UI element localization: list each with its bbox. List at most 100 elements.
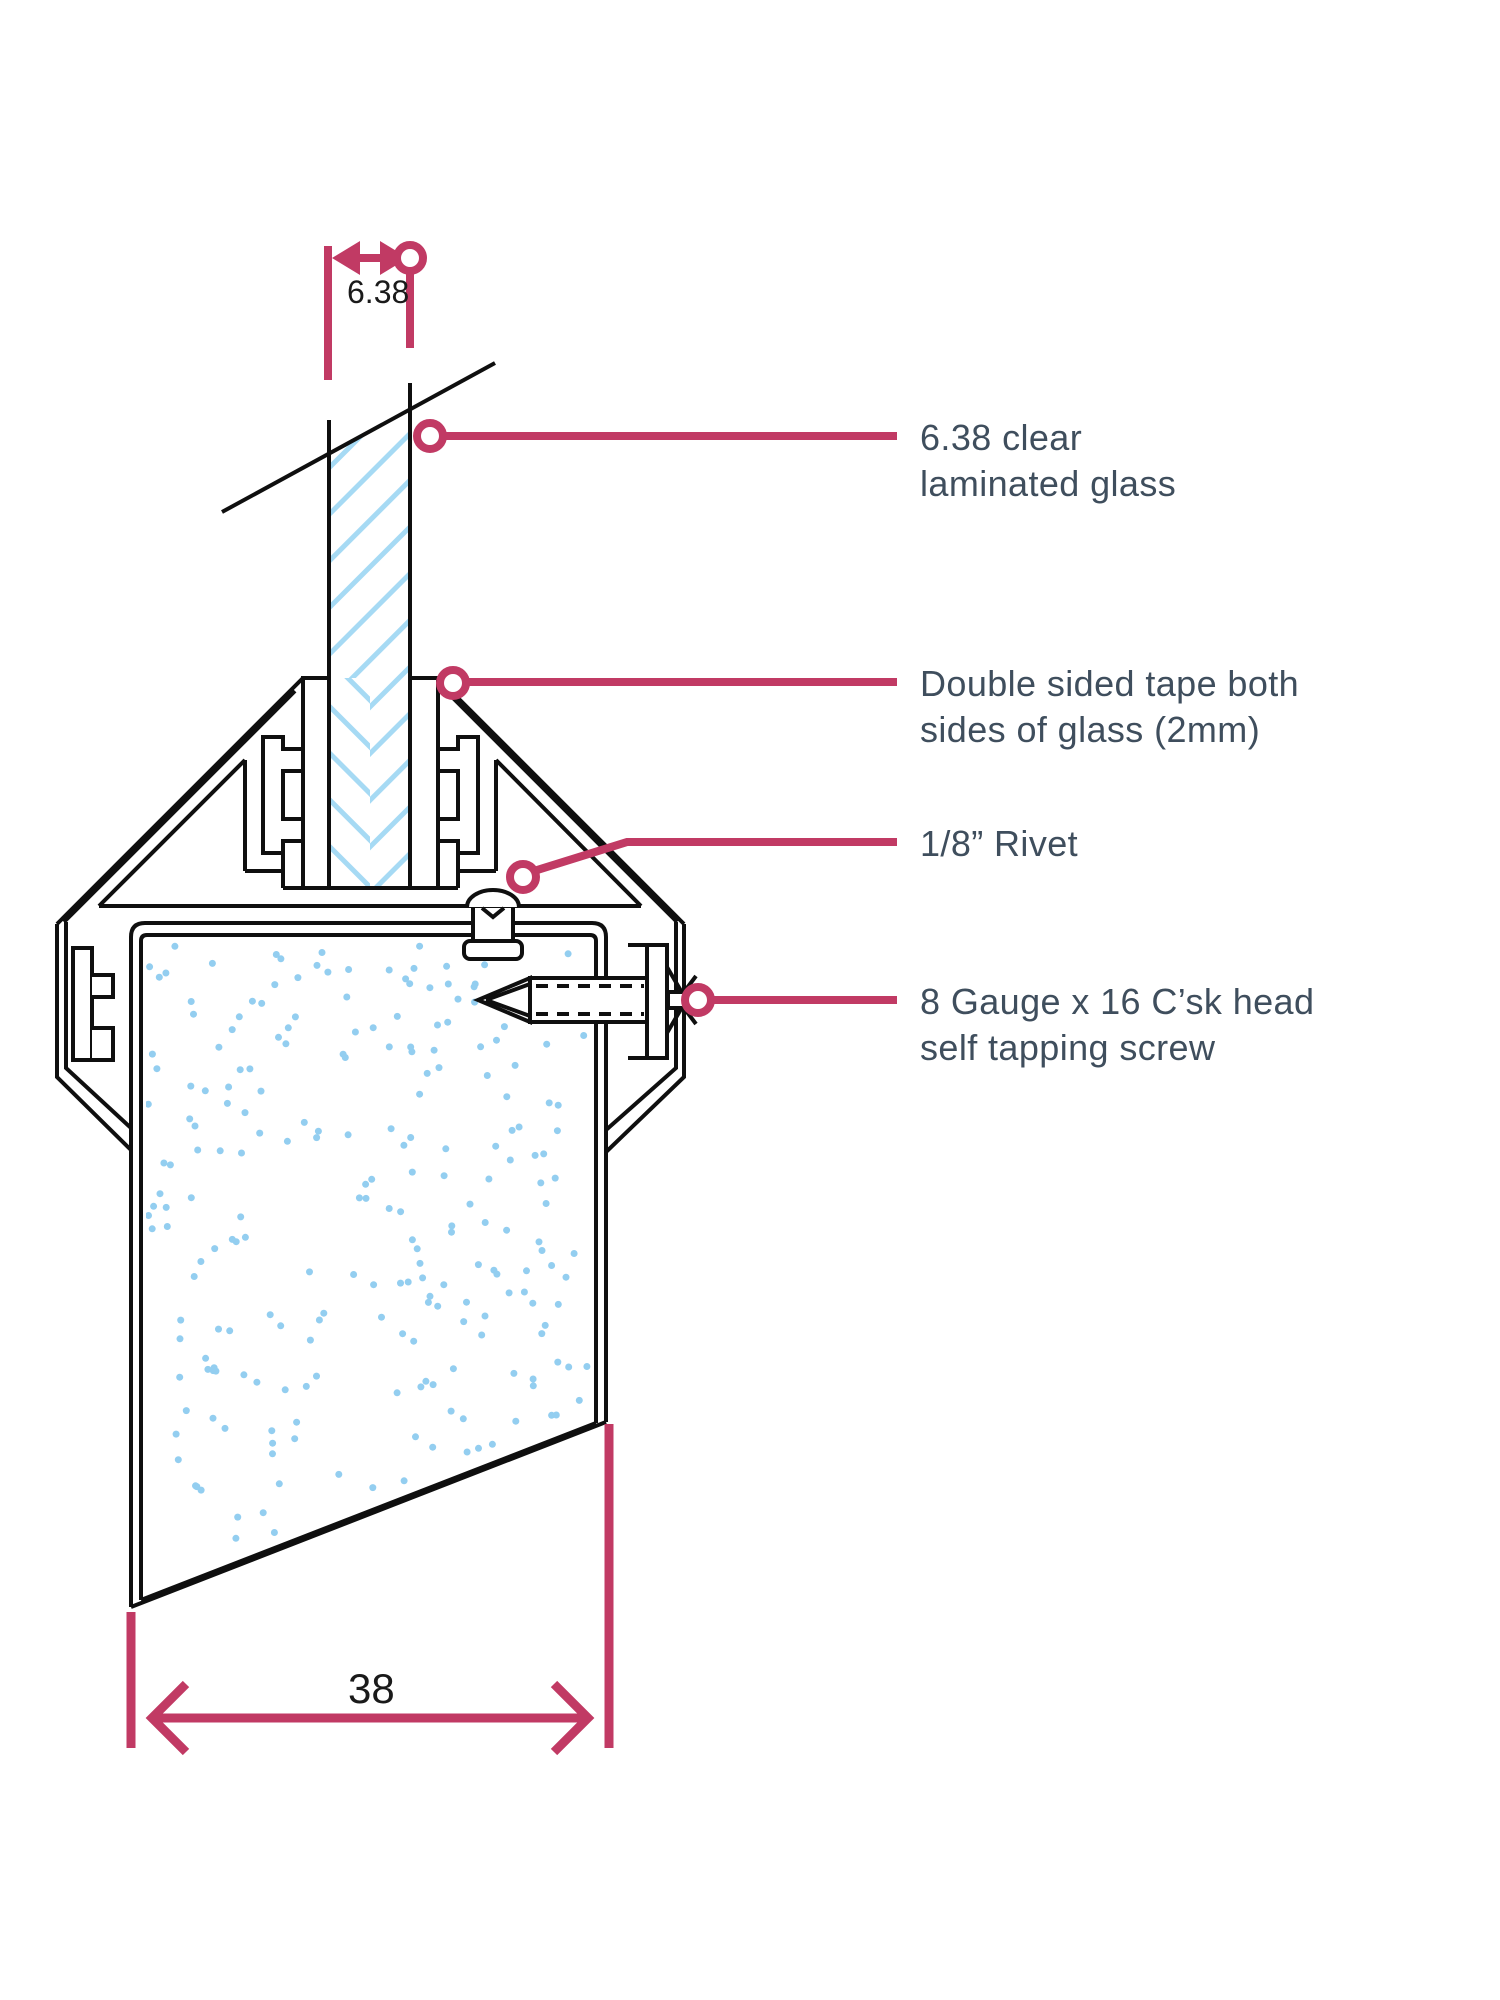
leader-line-rivet: [532, 838, 897, 875]
leader-marker-rivet: [506, 860, 540, 894]
speckle-dot: [444, 980, 452, 988]
speckle-dot: [318, 949, 326, 956]
pocket-spine-left: [71, 946, 94, 1062]
speckle-dot: [422, 1377, 430, 1385]
speckle-dot: [291, 1435, 299, 1443]
speckle-dot: [187, 998, 195, 1005]
speckle-dot: [493, 1036, 500, 1044]
leader-marker-tape: [436, 666, 470, 700]
annotation-tape-line1: Double sided tape both: [920, 663, 1299, 704]
speckle-dot: [416, 1259, 424, 1267]
speckle-dot: [416, 1090, 424, 1098]
glass-hatch-upper: [329, 408, 410, 678]
speckle-dot: [429, 1381, 437, 1389]
speckle-dot: [481, 961, 489, 969]
speckle-dot: [454, 995, 462, 1003]
annotation-glass-line1: 6.38 clear: [920, 417, 1082, 458]
annotation-rivet-line1: 1/8” Rivet: [920, 823, 1078, 864]
speckle-dot: [190, 1010, 197, 1018]
speckle-dot: [423, 1069, 431, 1077]
speckle-dot: [355, 1194, 363, 1202]
speckle-dot: [257, 1087, 265, 1095]
speckle-dot: [302, 1382, 310, 1390]
speckle-dot: [369, 1024, 377, 1032]
speckle-dot: [500, 1023, 508, 1031]
speckle-dot: [226, 1327, 234, 1335]
dimension-glass-thickness: 6.38: [324, 241, 427, 380]
speckle-dot: [564, 950, 572, 958]
speckle-dot: [385, 1205, 393, 1212]
speckle-dot: [548, 1262, 556, 1269]
speckle-dot: [270, 1529, 278, 1536]
screw: [472, 943, 698, 1060]
speckle-dot: [492, 1142, 500, 1150]
screw-point-inner: [485, 982, 531, 1018]
speckle-dot: [216, 1147, 224, 1155]
speckle-dot: [315, 1316, 323, 1324]
speckle-dot: [208, 959, 216, 967]
speckle-dot: [488, 1440, 496, 1448]
speckle-dot: [505, 1289, 513, 1297]
speckle-dot: [565, 1363, 573, 1371]
speckle-dot: [575, 1396, 583, 1404]
speckle-dot: [202, 1354, 210, 1362]
speckle-dot: [160, 1159, 168, 1167]
speckle-dot: [275, 1033, 282, 1041]
speckle-dot: [351, 1028, 359, 1036]
speckle-dot: [551, 1174, 559, 1182]
speckle-dot: [148, 1225, 156, 1233]
dim-arrowhead-left: [332, 241, 360, 275]
speckle-dot: [258, 999, 266, 1007]
speckle-dot: [212, 1367, 220, 1375]
speckle-dot: [529, 1375, 537, 1383]
speckle-dot: [293, 1418, 301, 1426]
base-width-value: 38: [348, 1665, 395, 1712]
speckle-dot: [253, 1378, 261, 1386]
speckle-dot: [410, 964, 418, 972]
post: [129, 921, 608, 1609]
glass-thickness-value: 6.38: [347, 274, 409, 310]
speckle-dot: [447, 1407, 455, 1415]
leader-tape: [436, 666, 897, 700]
speckle-dot: [510, 1369, 518, 1377]
speckle-dot: [417, 1383, 425, 1391]
speckle-dot: [385, 966, 393, 974]
speckle-dot: [426, 1292, 434, 1300]
annotation-screw-line2: self tapping screw: [920, 1027, 1216, 1068]
speckle-dot: [324, 968, 332, 976]
speckle-dot: [393, 1012, 401, 1020]
leader-rivet: [506, 838, 897, 894]
speckle-dot: [235, 1013, 243, 1021]
speckle-dot: [194, 1146, 202, 1154]
shoe-outer-slope-left: [55, 676, 305, 926]
speckle-dot: [443, 962, 451, 970]
speckle-dot: [580, 1032, 588, 1039]
speckle-dot: [163, 1223, 171, 1230]
speckle-dot: [444, 1018, 452, 1026]
speckle-dot: [463, 1448, 471, 1456]
speckle-dot: [545, 1099, 553, 1107]
speckle-dot: [583, 1363, 591, 1370]
speckle-dot: [155, 973, 163, 981]
rivet-body: [471, 904, 515, 943]
speckle-dot: [320, 1309, 328, 1317]
speckle-dot: [481, 1219, 489, 1226]
speckle-dot: [259, 1509, 267, 1517]
speckle-dot: [186, 1115, 194, 1123]
speckle-dot: [448, 1222, 456, 1230]
glass-pane-right-hatch: [370, 678, 410, 888]
speckle-dot: [362, 1194, 370, 1202]
speckle-dot: [459, 1415, 467, 1423]
speckle-dot: [463, 1298, 470, 1306]
speckle-dot: [269, 1450, 276, 1458]
speckle-dot: [407, 1134, 415, 1141]
speckle-dot: [268, 1427, 276, 1435]
speckle-dot: [511, 1061, 519, 1069]
speckle-dot: [282, 1040, 290, 1048]
speckle-dot: [370, 1281, 378, 1289]
speckle-dot: [562, 1273, 570, 1281]
speckle-dot: [201, 1087, 209, 1095]
speckle-dot: [570, 1250, 578, 1257]
speckle-dot: [300, 1118, 308, 1126]
speckle-dot: [554, 1101, 562, 1109]
